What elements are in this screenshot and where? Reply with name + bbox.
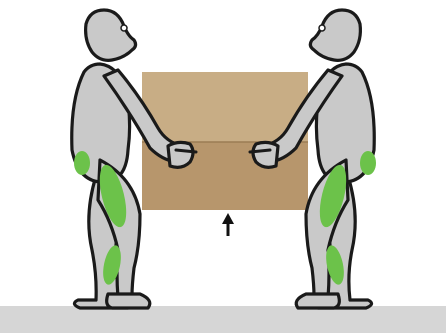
right-person bbox=[250, 10, 376, 308]
up-arrow-icon bbox=[222, 213, 234, 236]
left-person bbox=[72, 10, 196, 308]
back-muscle-highlight bbox=[74, 151, 90, 175]
back-muscle-highlight bbox=[360, 151, 376, 175]
floor bbox=[0, 306, 446, 333]
